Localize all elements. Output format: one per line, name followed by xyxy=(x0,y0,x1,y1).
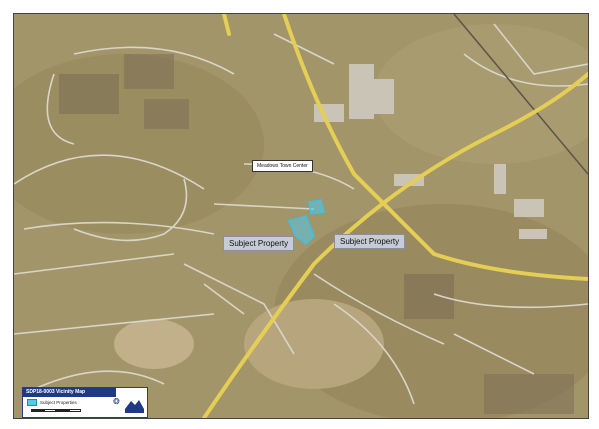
map-frame[interactable]: Meadows Town Center Subject Property Sub… xyxy=(13,13,589,419)
legend-title: SDP18-0003 Vicinity Map xyxy=(23,388,116,397)
town-center-buildings xyxy=(314,64,547,239)
residential-blocks xyxy=(59,54,574,414)
subject-property-swatch xyxy=(27,399,37,406)
aerial-map[interactable] xyxy=(14,14,588,418)
development-area xyxy=(244,299,384,389)
railway-line xyxy=(453,14,588,175)
subject-parcel-west xyxy=(287,215,315,246)
town-logo-icon xyxy=(125,400,144,413)
bare-ground xyxy=(114,319,194,369)
subject-parcel-east xyxy=(308,199,325,215)
subject-property-label-east: Subject Property xyxy=(334,234,406,249)
subject-parcels[interactable] xyxy=(287,199,325,246)
subject-property-label-west: Subject Property xyxy=(223,236,295,251)
terrain-field xyxy=(374,24,588,164)
scale-bar xyxy=(31,409,81,412)
legend-key-label: Subject Properties xyxy=(40,400,77,405)
town-center-callout: Meadows Town Center xyxy=(252,160,313,172)
major-roads xyxy=(202,14,588,418)
north-arrow-icon: ❂ xyxy=(113,397,120,406)
minor-roads xyxy=(14,23,588,405)
legend-key: Subject Properties xyxy=(27,399,77,406)
map-legend: SDP18-0003 Vicinity Map Subject Properti… xyxy=(22,387,148,418)
